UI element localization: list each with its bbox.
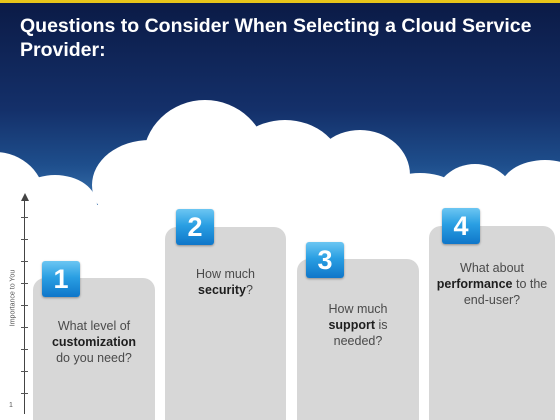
step-1-box: What level of customization do you need? [33, 278, 155, 420]
step-3-number-badge: 3 [306, 242, 344, 278]
step-4-keyword: performance [436, 277, 513, 291]
importance-axis [24, 200, 25, 414]
step-4-number-badge: 4 [442, 208, 480, 244]
axis-tick [21, 349, 28, 350]
step-3-keyword: support [328, 318, 375, 332]
step-1-text-after: do you need? [56, 351, 132, 365]
step-2-text-before: How much [195, 267, 256, 281]
axis-tick [21, 305, 28, 306]
step-2-text-after: ? [246, 283, 253, 297]
axis-tick [21, 371, 28, 372]
step-2-box: How much security? [165, 227, 286, 420]
step-2-question: How much security? [171, 266, 280, 298]
step-3-question: How much support is needed? [303, 301, 413, 349]
step-4-box: What about performance to the end-user? [429, 226, 555, 420]
step-3-text-before: How much [328, 302, 388, 316]
axis-tick [21, 217, 28, 218]
step-4-question: What about performance to the end-user? [435, 260, 549, 308]
step-3-text-after: is needed? [333, 318, 388, 348]
step-1-question: What level of customization do you need? [39, 318, 149, 366]
step-4-text-after: to the end-user? [463, 277, 548, 307]
step-4-text-before: What about [460, 261, 524, 275]
step-2-keyword: security [198, 283, 246, 297]
step-3-box: How much support is needed? [297, 259, 419, 420]
accent-stripe [0, 0, 560, 3]
step-2-number-badge: 2 [176, 209, 214, 245]
step-1-text-before: What level of [57, 319, 131, 333]
axis-arrowhead [20, 193, 29, 201]
axis-tick [21, 393, 28, 394]
axis-tick [21, 261, 28, 262]
axis-label: Importance to You [9, 269, 17, 327]
axis-tick [21, 327, 28, 328]
step-1-number-badge: 1 [42, 261, 80, 297]
slide-title: Questions to Consider When Selecting a C… [20, 15, 532, 61]
axis-origin-label: 1 [9, 402, 13, 409]
axis-tick [21, 283, 28, 284]
step-1-keyword: customization [51, 335, 137, 349]
axis-tick [21, 239, 28, 240]
